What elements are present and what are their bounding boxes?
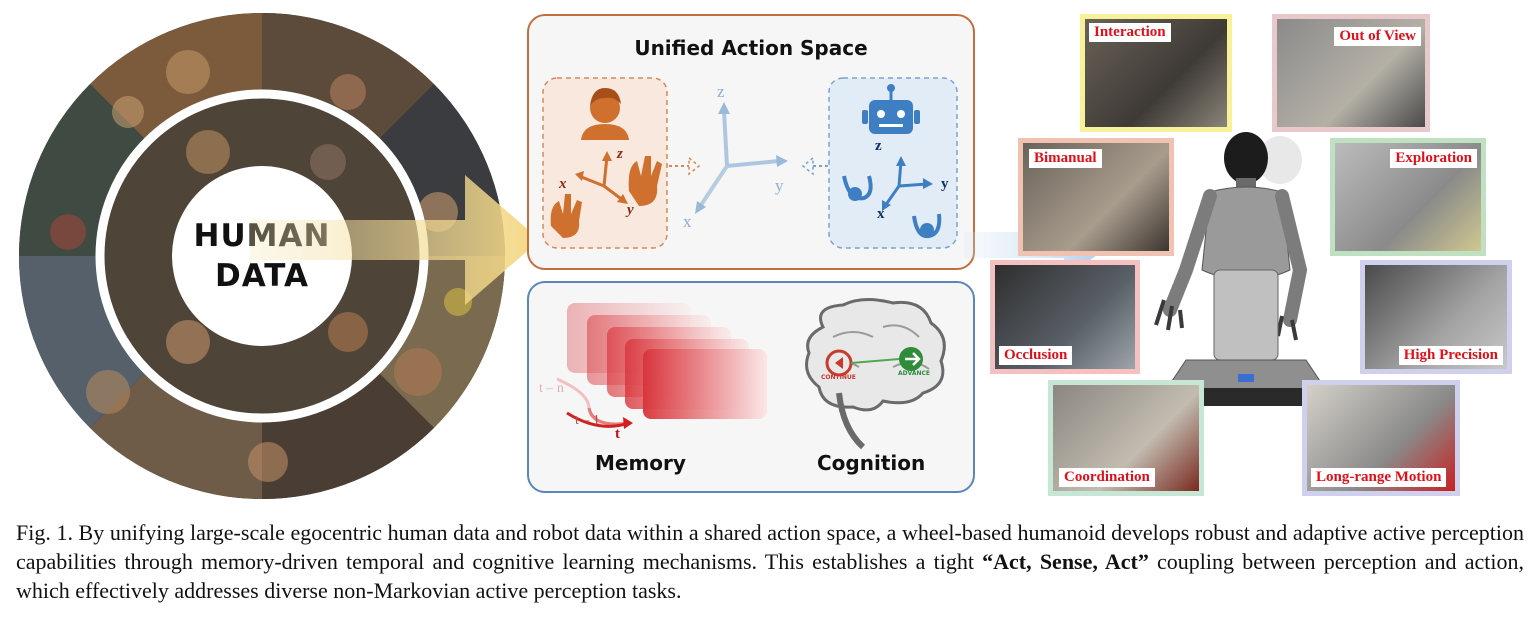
memory-cognition-panel: t – n t – 1 t CONTINUE ADVANCE Memory Co…: [527, 281, 975, 493]
task-bimanual: Bimanual: [1018, 138, 1174, 256]
robot-axis-z: z: [875, 138, 882, 154]
flow-arrow-to-action-space: [250, 175, 540, 305]
task-label-occlusion: Occlusion: [999, 346, 1073, 365]
task-label-exploration: Exploration: [1390, 149, 1477, 168]
human-axis-z: z: [617, 146, 623, 162]
brain-icon: [805, 298, 946, 450]
robot-box: [828, 77, 958, 249]
center-axis-x: x: [683, 212, 692, 231]
human-hand-icon-2: [550, 194, 582, 238]
center-axes: [695, 102, 788, 214]
task-high-precision: High Precision: [1360, 260, 1512, 374]
caption-part1: Fig. 1. By unifying large-scale egocentr…: [16, 520, 1524, 574]
action-space-diagram: [542, 77, 958, 249]
human-axis-x: x: [559, 176, 567, 192]
human-axis-y: y: [627, 202, 634, 218]
human-hand-icon: [628, 156, 662, 206]
task-coordination: Coordination: [1048, 380, 1204, 496]
task-label-long-range-motion: Long-range Motion: [1311, 468, 1447, 487]
robot-axis-y: y: [941, 176, 949, 192]
memory-frame-stack: [567, 303, 767, 419]
figure-caption: Fig. 1. By unifying large-scale egocentr…: [16, 518, 1524, 605]
task-label-high-precision: High Precision: [1398, 346, 1503, 365]
center-axis-y: y: [775, 176, 784, 195]
human-data-wheel: HUMAN DATA: [18, 12, 506, 500]
task-exploration: Exploration: [1330, 138, 1486, 256]
task-label-interaction: Interaction: [1089, 23, 1171, 42]
panel-title: Unified Action Space: [634, 36, 868, 60]
memory-label: Memory: [595, 451, 686, 475]
unified-action-space-panel: Unified Action Space: [527, 14, 975, 270]
brain-continue-label: CONTINUE: [821, 374, 856, 381]
task-label-coordination: Coordination: [1059, 468, 1155, 487]
caption-bold: “Act, Sense, Act”: [982, 549, 1149, 574]
wheeled-humanoid-robot: [1154, 132, 1327, 406]
center-axis-z: z: [717, 82, 725, 101]
memory-frames-diagram: [556, 298, 946, 450]
robot-head-icon: [862, 84, 920, 134]
task-out-of-view: Out of View: [1272, 14, 1430, 132]
time-label-t-n: t – n: [539, 381, 564, 396]
caption-part2: coupling between perception and action, …: [16, 549, 1524, 603]
task-occlusion: Occlusion: [990, 260, 1140, 374]
task-interaction: Interaction: [1080, 14, 1232, 132]
task-label-out-of-view: Out of View: [1334, 27, 1421, 46]
task-long-range-motion: Long-range Motion: [1302, 380, 1460, 496]
figure: HUMAN DATA Unified Action Space: [18, 12, 1512, 500]
brain-advance-label: ADVANCE: [898, 370, 931, 377]
egocentric-photo-collage: [18, 12, 506, 500]
human-face-icon: [581, 88, 629, 140]
time-label-t: t: [615, 426, 620, 442]
cognition-label: Cognition: [817, 451, 926, 475]
task-label-bimanual: Bimanual: [1029, 149, 1102, 168]
robot-axis-x: x: [877, 206, 885, 222]
time-label-t-1: t – 1: [575, 413, 600, 428]
